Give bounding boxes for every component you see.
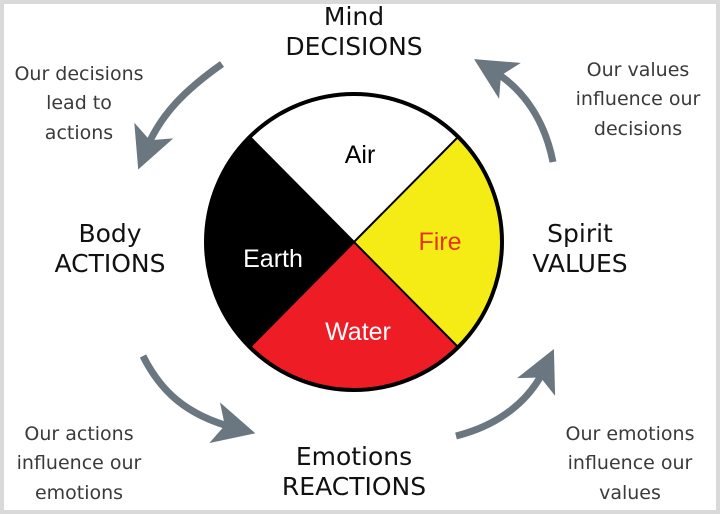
earth-quadrant bbox=[206, 137, 354, 347]
note-line: actions bbox=[44, 121, 114, 144]
air-label: Air bbox=[345, 141, 376, 169]
fire-label: Fire bbox=[418, 228, 461, 256]
note-line: influence our bbox=[16, 452, 142, 475]
note-line: Our decisions bbox=[14, 63, 144, 85]
aspect-body-subtitle: ACTIONS bbox=[54, 249, 166, 278]
aspect-mind: Mind DECISIONS bbox=[254, 2, 454, 62]
air-quadrant bbox=[250, 94, 458, 242]
note-line: influence our bbox=[567, 452, 693, 475]
note-line: lead to bbox=[46, 92, 112, 115]
note-line: emotions bbox=[34, 481, 124, 504]
water-label: Water bbox=[325, 318, 391, 346]
aspect-spirit: Spirit VALUES bbox=[500, 219, 660, 279]
note-actions-to-emotions: Our actions influence our emotions bbox=[0, 420, 158, 508]
aspect-spirit-title: Spirit bbox=[547, 219, 613, 248]
note-values-to-decisions: Our values influence our decisions bbox=[560, 56, 716, 144]
arrow-decisions-to-actions-icon bbox=[134, 61, 225, 170]
arrow-actions-to-emotions-icon bbox=[139, 354, 256, 444]
arrow-values-to-decisions-icon bbox=[474, 59, 557, 163]
aspect-mind-title: Mind bbox=[323, 2, 385, 31]
note-line: Our actions bbox=[24, 423, 134, 445]
aspect-mind-subtitle: DECISIONS bbox=[285, 32, 423, 61]
note-line: decisions bbox=[593, 117, 683, 140]
note-emotions-to-values: Our emotions influence our values bbox=[540, 420, 720, 508]
note-line: influence our bbox=[575, 88, 701, 111]
aspect-spirit-subtitle: VALUES bbox=[532, 249, 628, 278]
aspect-body: Body ACTIONS bbox=[20, 219, 200, 279]
note-line: values bbox=[599, 481, 661, 504]
earth-label: Earth bbox=[243, 245, 303, 273]
note-line: Our values bbox=[586, 59, 690, 81]
aspect-emotions-title: Emotions bbox=[295, 442, 413, 471]
aspect-body-title: Body bbox=[78, 219, 142, 248]
note-decisions-to-actions: Our decisions lead to actions bbox=[0, 60, 158, 148]
aspect-emotions: Emotions REACTIONS bbox=[254, 442, 454, 502]
fire-quadrant bbox=[354, 137, 502, 347]
water-quadrant bbox=[250, 242, 458, 390]
arrow-emotions-to-values-icon bbox=[455, 348, 556, 440]
note-line: Our emotions bbox=[565, 423, 695, 445]
wheel-outline bbox=[204, 92, 504, 392]
aspect-emotions-subtitle: REACTIONS bbox=[281, 472, 427, 501]
divider-line bbox=[249, 136, 459, 348]
